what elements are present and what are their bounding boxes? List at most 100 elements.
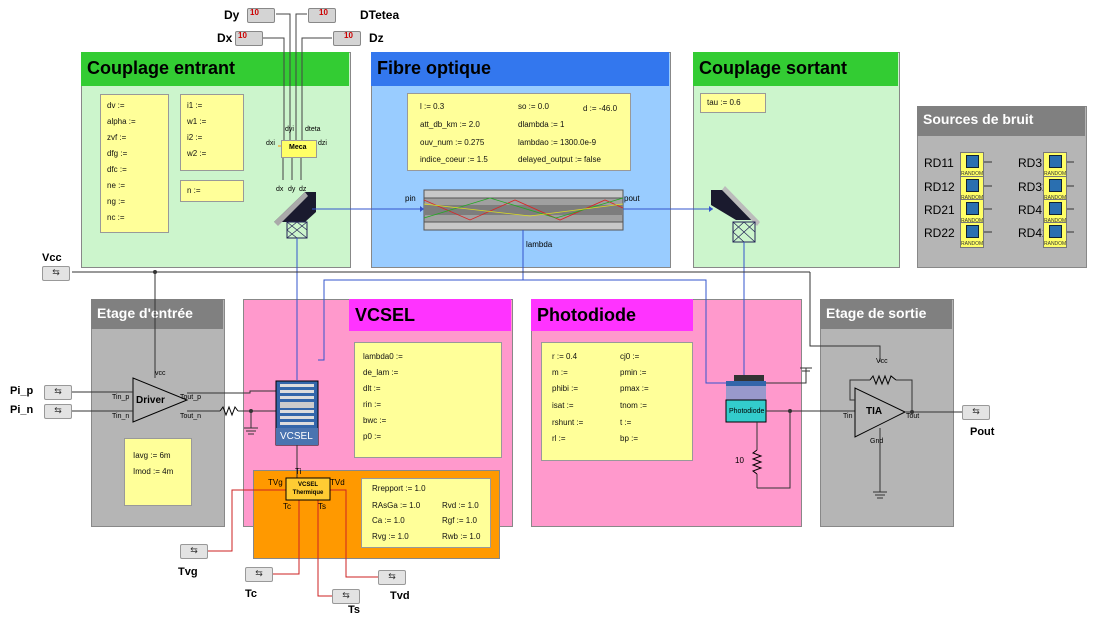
fibre-lambda-label: lambda <box>526 240 553 249</box>
random-rd41[interactable]: RANDOM <box>1043 199 1067 225</box>
pi-n-port[interactable]: ⇆ <box>44 404 72 419</box>
tia-label: TIA <box>866 406 883 417</box>
noise-rd32-label: RD32 <box>1018 180 1049 194</box>
couplage-entrant-params-1: dv := alpha := zvf := dfg := dfc := ne :… <box>100 94 169 233</box>
fiber-shape <box>423 189 624 231</box>
driver-label: Driver <box>136 395 165 406</box>
random-rd31[interactable]: RANDOM <box>1043 152 1067 178</box>
tia-pin-tin: Tin <box>843 413 853 420</box>
photodiode-params: r := 0.4 m := phibi := isat := rshunt :=… <box>541 342 693 461</box>
random-rd12[interactable]: RANDOM <box>960 176 984 202</box>
port-dy[interactable]: 10 <box>247 8 275 23</box>
photodiode-title: Photodiode <box>537 305 636 325</box>
photodiode-resistor-label: 10 <box>735 456 744 465</box>
etage-entree-title: Etage d'entrée <box>97 305 193 321</box>
port-dteta[interactable]: 10 <box>308 8 336 23</box>
tvg-port[interactable]: ⇆ <box>180 544 208 559</box>
meca-out-dz: dz <box>299 186 307 193</box>
meca-in-dxi: dxi <box>266 140 275 147</box>
random-rd21[interactable]: RANDOM <box>960 199 984 225</box>
driver-pin-tout-p: Tout_p <box>180 394 202 401</box>
tia-pin-tout: Tout <box>906 413 920 420</box>
random-cube-icon <box>1049 202 1062 215</box>
vcsel-thermique-params: Rrepport := 1.0 RAsGa := 1.0 Rvd := 1.0 … <box>361 478 491 548</box>
coupler-out-shape <box>711 186 760 243</box>
meca-out-dx: dx <box>276 186 284 193</box>
noise-rd42-label: RD42 <box>1018 226 1049 240</box>
pi-p-port[interactable]: ⇆ <box>44 385 72 400</box>
driver-pin-tin-p: Tin_p <box>112 394 130 401</box>
couplage-sortant-block[interactable] <box>693 52 900 268</box>
random-cube-icon <box>1049 179 1062 192</box>
port-dteta-label: DTetea <box>360 8 400 22</box>
port-dx-label: Dx <box>217 31 233 45</box>
random-rd42[interactable]: RANDOM <box>1043 222 1067 248</box>
noise-rd22-label: RD22 <box>924 226 955 240</box>
vcsel-header <box>349 299 511 331</box>
tia-pin-gnd: Gnd <box>870 438 884 445</box>
coupler-in-shape <box>274 192 316 239</box>
random-rd22[interactable]: RANDOM <box>960 222 984 248</box>
tc-label: Tc <box>245 588 258 600</box>
fibre-pin-label: pin <box>405 194 416 203</box>
meca-out-dy: dy <box>288 186 296 193</box>
random-cube-icon <box>966 179 979 192</box>
driver-pin-tin-n: Tin_n <box>112 413 130 420</box>
fibre-pout-label: pout <box>624 194 640 203</box>
random-cube-icon <box>1049 155 1062 168</box>
port-dz-label: Dz <box>369 31 384 45</box>
noise-rd41-label: RD41 <box>1018 203 1049 217</box>
tvg-label: Tvg <box>178 566 198 578</box>
noise-rd11-label: RD11 <box>924 156 954 170</box>
tia-pin-vcc: Vcc <box>876 358 888 365</box>
pout-port[interactable]: ⇆ <box>962 405 990 420</box>
random-rd11[interactable]: RANDOM <box>960 152 984 178</box>
etage-sortie-header <box>820 299 952 329</box>
random-cube-icon <box>966 155 979 168</box>
noise-rd31-label: RD31 <box>1018 156 1049 170</box>
vcsel-thermique-pin-ts: Ts <box>318 502 326 511</box>
couplage-sortant-title: Couplage sortant <box>699 58 848 78</box>
photodiode-header <box>531 299 693 331</box>
fibre-optique-params: l := 0.3 so := 0.0 d := -46.0 att_db_km … <box>407 93 631 171</box>
ts-port[interactable]: ⇆ <box>332 589 360 604</box>
vcsel-params: lambda0 := de_lam := dlt := rin := bwc :… <box>354 342 502 458</box>
vcc-port[interactable]: ⇆ <box>42 266 70 281</box>
tvd-port[interactable]: ⇆ <box>378 570 406 585</box>
tvd-label: Tvd <box>390 590 410 602</box>
couplage-entrant-header <box>81 52 349 86</box>
port-dy-label: Dy <box>224 8 240 22</box>
vcsel-device-label: VCSEL <box>280 431 313 442</box>
ts-label: Ts <box>348 604 361 616</box>
tc-port[interactable]: ⇆ <box>245 567 273 582</box>
meca-box[interactable] <box>281 140 317 158</box>
random-cube-icon <box>966 202 979 215</box>
vcsel-thermique-name: VCSEL Thermique <box>292 482 324 496</box>
meca-in-dzi: dzi <box>318 140 327 147</box>
etage-entree-header <box>91 299 223 329</box>
port-dx[interactable]: 10 <box>235 31 263 46</box>
couplage-entrant-title: Couplage entrant <box>87 58 236 78</box>
vcsel-thermique-pin-tc: Tc <box>283 502 291 511</box>
port-dz[interactable]: 10 <box>333 31 361 46</box>
pi-p-label: Pi_p <box>10 385 34 397</box>
fibre-optique-title: Fibre optique <box>377 58 491 78</box>
driver-pin-tout-n: Tout_n <box>180 413 202 420</box>
couplage-sortant-params: tau := 0.6 <box>700 93 766 113</box>
etage-sortie-title: Etage de sortie <box>826 305 927 321</box>
etage-entree-params: Iavg := 6m Imod := 4m <box>124 438 192 506</box>
meca-in-dteta: dteta <box>305 126 321 133</box>
vcsel-thermique-pin-tvd: TVd <box>330 478 345 487</box>
fibre-optique-header <box>371 52 669 86</box>
sources-de-bruit-title: Sources de bruit <box>923 111 1034 127</box>
pout-label: Pout <box>970 426 995 438</box>
random-cube-icon <box>1049 225 1062 238</box>
vcsel-thermique-pin-tvg: TVg <box>268 478 283 487</box>
vcsel-device-shape <box>275 380 319 446</box>
couplage-sortant-header <box>693 52 898 86</box>
noise-rd12-label: RD12 <box>924 180 955 194</box>
pi-n-label: Pi_n <box>10 404 34 416</box>
meca-label: Meca <box>289 144 307 151</box>
meca-in-dyi: dyi <box>285 126 294 133</box>
driver-pin-vcc: vcc <box>155 370 166 377</box>
